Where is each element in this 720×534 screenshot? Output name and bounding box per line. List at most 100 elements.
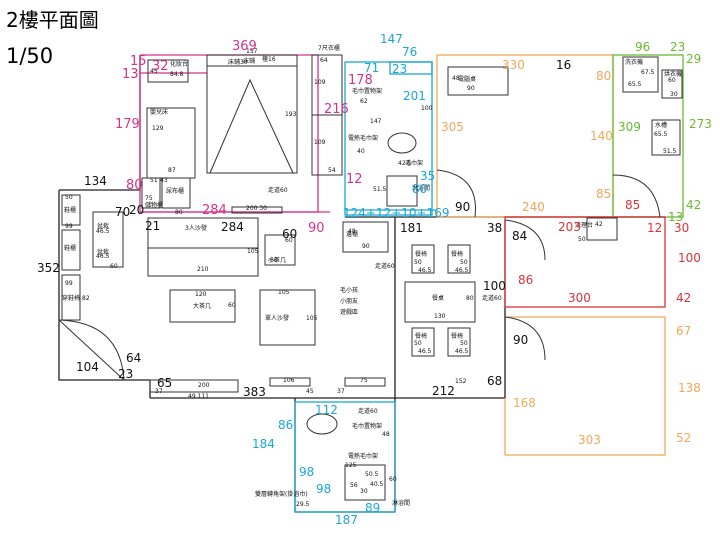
label-shower: 淋浴間 (412, 184, 430, 192)
label-shoe-bench: 穿鞋椅 (62, 294, 80, 302)
svg-text:60: 60 (228, 302, 236, 309)
svg-text:106: 106 (283, 377, 295, 384)
svg-text:112: 112 (315, 403, 338, 417)
label-plant-1: 盆栽 (97, 222, 109, 230)
dining-table-rect (404, 281, 476, 323)
svg-text:187: 187 (335, 513, 358, 527)
svg-text:120: 120 (195, 291, 207, 298)
label-small-table: 小茶几 (268, 256, 286, 264)
svg-text:85: 85 (596, 187, 611, 201)
svg-text:80: 80 (466, 295, 474, 302)
balcony-outline (504, 216, 666, 308)
svg-text:181: 181 (400, 221, 423, 235)
single-sofa-rect (259, 289, 316, 346)
black-dims: 134 70 20 352 21 284 181 38 84 100 90 90… (37, 58, 571, 399)
svg-text:130: 130 (434, 313, 446, 320)
svg-text:105: 105 (247, 248, 259, 255)
svg-text:85: 85 (625, 198, 640, 212)
svg-text:82: 82 (82, 295, 90, 302)
svg-text:16: 16 (556, 58, 571, 72)
svg-text:46.5: 46.5 (455, 267, 469, 274)
label-closet: 7尺衣櫃 (318, 44, 340, 52)
pink-dims: 15 32 369 13 179 216 80 284 90 178 12 (115, 39, 373, 236)
svg-text:35: 35 (420, 169, 435, 183)
furniture (58, 54, 683, 501)
svg-text:100: 100 (678, 251, 701, 265)
svg-text:48: 48 (382, 431, 390, 438)
svg-text:46.5: 46.5 (418, 348, 432, 355)
label-heated-2: 電熱毛巾架 (348, 452, 378, 460)
svg-text:23: 23 (392, 62, 407, 76)
blue-dims: 147 76 71 23 201 35 80 124+12+10+169 112… (252, 32, 450, 527)
svg-text:65.5: 65.5 (628, 81, 642, 88)
svg-text:46.5: 46.5 (96, 253, 110, 260)
label-plant-2: 盆栽 (97, 248, 109, 256)
svg-text:109: 109 (314, 79, 326, 86)
svg-text:45: 45 (306, 388, 314, 395)
svg-text:104: 104 (76, 360, 99, 374)
svg-text:87: 87 (168, 167, 176, 174)
svg-text:56: 56 (350, 482, 358, 489)
label-shoe-1: 鞋櫃 (64, 206, 76, 214)
furniture-labels: 化妝台 床鋪 7尺衣櫃 嬰兒床 尿布櫃 儲物櫃 毛巾置物架 電熱毛巾架 毛巾架 … (62, 44, 682, 507)
svg-text:152: 152 (455, 378, 467, 385)
svg-text:65: 65 (157, 376, 172, 390)
svg-text:51.5: 51.5 (373, 186, 387, 193)
svg-text:67: 67 (676, 324, 691, 338)
svg-text:68: 68 (487, 374, 502, 388)
label-single-sofa: 單人沙發 (265, 314, 289, 322)
svg-text:37: 37 (155, 388, 163, 395)
svg-text:32: 32 (152, 59, 169, 74)
svg-text:50: 50 (65, 194, 73, 201)
outer-walls (58, 55, 665, 513)
label-big-table: 大茶几 (193, 302, 211, 310)
label-side-cab: 邊櫃 (346, 230, 358, 238)
svg-text:216: 216 (324, 102, 349, 117)
svg-text:42: 42 (686, 198, 701, 212)
svg-text:13: 13 (668, 210, 683, 224)
label-toilet-paper: 毛巾架 (405, 159, 423, 167)
svg-text:15: 15 (130, 54, 147, 69)
label-washer: 洗衣機 (625, 58, 643, 66)
small-dims: 157 床鋪30 檯16 45 84.8 64 109 109 54 193 1… (65, 48, 678, 508)
svg-text:45: 45 (150, 68, 158, 75)
svg-text:80: 80 (126, 178, 143, 193)
svg-text:40.5: 40.5 (370, 481, 384, 488)
svg-text:90: 90 (513, 333, 528, 347)
svg-text:212: 212 (432, 384, 455, 398)
svg-text:134: 134 (84, 174, 107, 188)
red-dims: 85 203 12 30 86 100 300 42 (518, 198, 701, 305)
svg-text:90: 90 (362, 243, 370, 250)
svg-text:42: 42 (595, 221, 603, 228)
svg-text:140: 140 (590, 129, 613, 143)
svg-text:168: 168 (513, 396, 536, 410)
label-dryer: 烘衣機 (664, 70, 682, 78)
svg-text:64: 64 (320, 57, 328, 64)
svg-text:184: 184 (252, 437, 275, 451)
door-left (58, 319, 125, 381)
svg-text:86: 86 (518, 273, 533, 287)
svg-text:21: 21 (145, 219, 160, 233)
svg-text:138: 138 (678, 381, 701, 395)
label-chair-1: 餐椅 (415, 250, 427, 258)
svg-text:71: 71 (364, 61, 379, 75)
bathroom-outline (294, 61, 437, 513)
svg-text:30: 30 (360, 488, 368, 495)
svg-text:70: 70 (115, 205, 130, 219)
svg-text:240: 240 (522, 200, 545, 214)
svg-text:67.5: 67.5 (641, 69, 655, 76)
label-kids-1: 毛小孩 (340, 286, 358, 294)
svg-text:76: 76 (402, 45, 417, 59)
label-drawer: 尿布櫃 (166, 187, 184, 195)
svg-text:60: 60 (270, 257, 278, 264)
svg-text:203: 203 (558, 220, 581, 234)
svg-text:60: 60 (110, 263, 118, 270)
svg-text:89: 89 (365, 501, 380, 515)
makeup-table-rect (147, 59, 189, 83)
svg-text:193: 193 (285, 111, 297, 118)
svg-text:60: 60 (282, 227, 297, 241)
svg-text:38: 38 (487, 221, 502, 235)
label-heated: 電熱毛巾架 (348, 134, 378, 142)
svg-text:90: 90 (467, 85, 475, 92)
svg-text:50: 50 (578, 236, 586, 243)
